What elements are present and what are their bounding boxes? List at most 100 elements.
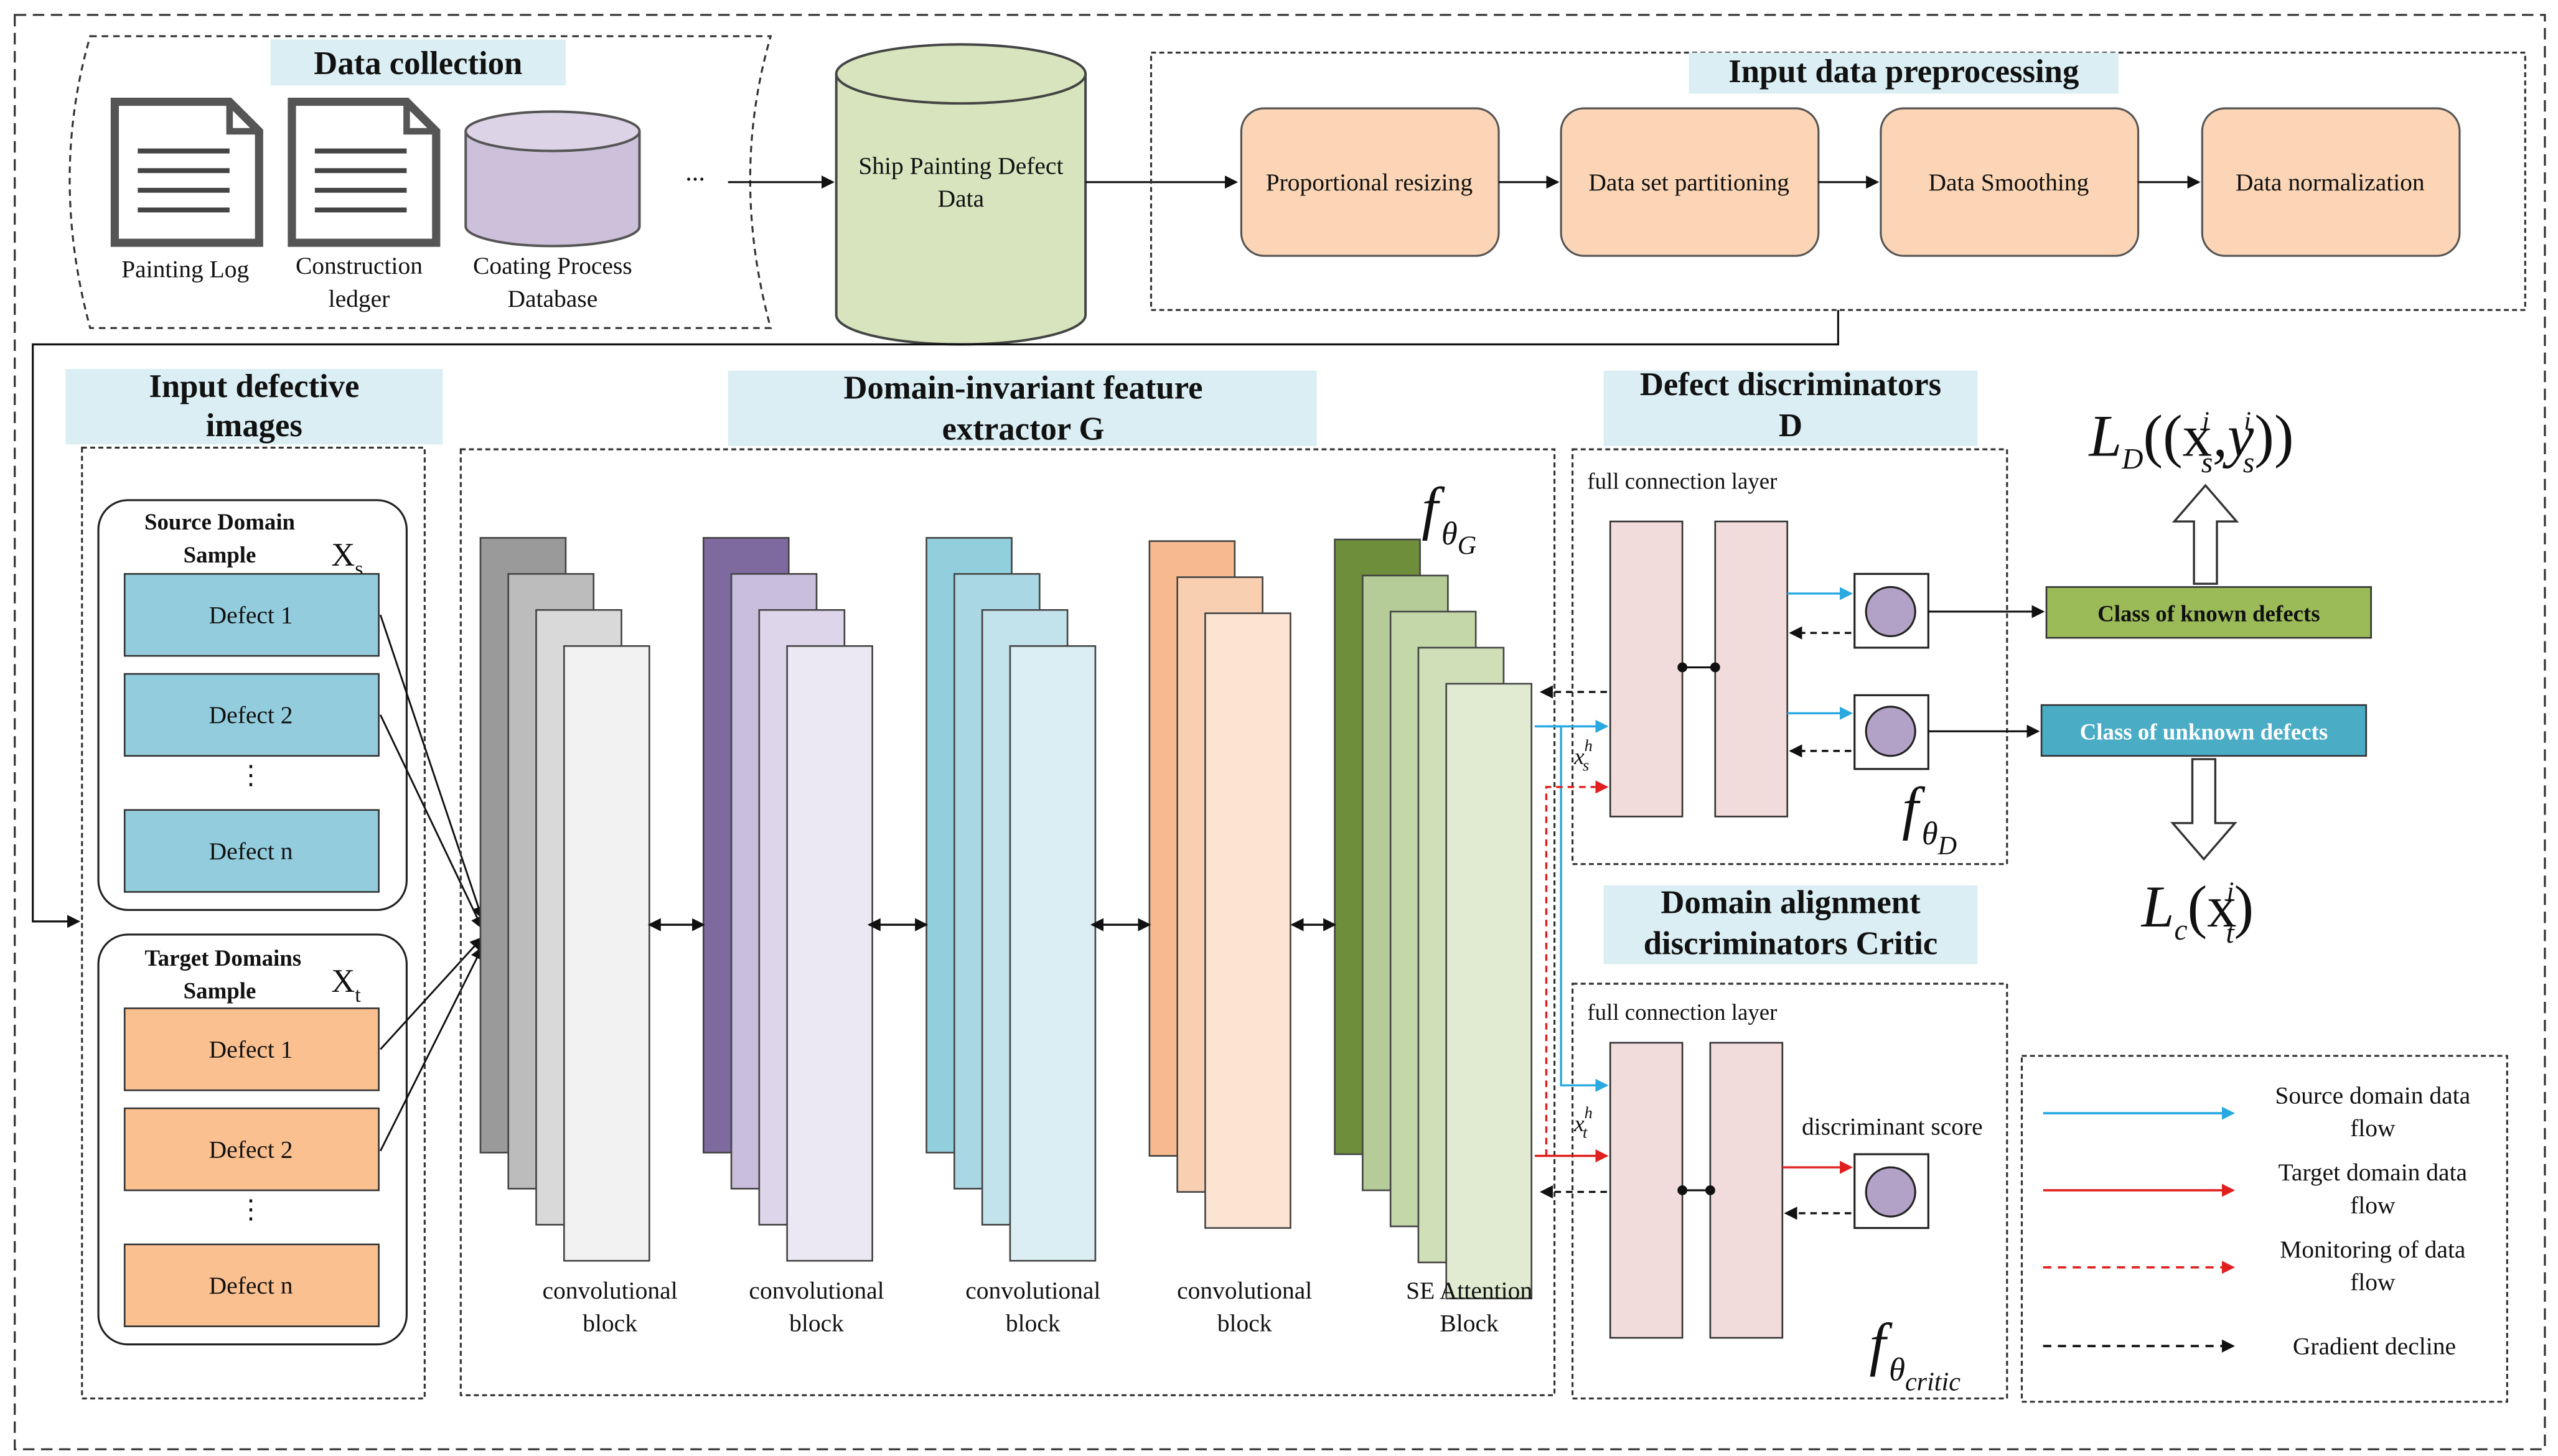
defect-item-ellipsis: ⋮	[238, 761, 264, 790]
painting-log-label: Painting Log	[121, 255, 249, 282]
feature-map-layer	[563, 645, 650, 1262]
ship-data-label-2: Data	[938, 185, 985, 212]
unknown-loss-down-arrow	[2170, 758, 2237, 861]
source-domain-symbol: Xs	[331, 537, 363, 581]
target-defect-arrow-b	[379, 946, 483, 1152]
critic-fc-layer-1	[1609, 1042, 1684, 1339]
feature-map-layer	[1445, 683, 1533, 1300]
feature-map-layer	[1009, 645, 1097, 1262]
legend-label: Target domain data	[2278, 1159, 2467, 1186]
target-domain-title-2: Sample	[184, 978, 256, 1004]
defect-item-box	[123, 573, 380, 657]
painting-log-document-icon	[110, 97, 263, 247]
conv-block-label-1: convolutional	[542, 1277, 677, 1304]
preprocessing-steps: Proportional resizing Data set partitioni…	[1240, 107, 2461, 257]
preprocessing-panel	[1150, 51, 2526, 311]
source-defect-list: Defect 1 Defect 2 Defect n ⋮	[123, 573, 380, 893]
extractor-panel	[459, 448, 1556, 1396]
conv-block-label-2: block	[1217, 1310, 1272, 1337]
input-images-header	[65, 369, 443, 445]
domain-disc-title-1: Domain alignment	[1661, 885, 1921, 921]
input-images-panel	[81, 446, 426, 1400]
source-domain-title-1: Source Domain	[144, 509, 295, 534]
legend-label: Monitoring of data	[2280, 1236, 2465, 1263]
target-defect-arrow-a	[380, 936, 484, 1050]
construction-ledger-document-icon	[288, 97, 441, 247]
source-defect-arrow-a	[379, 614, 485, 920]
legend-label: Gradient decline	[2293, 1332, 2456, 1360]
input-images-title-1: Input defective	[149, 368, 359, 404]
defect-item-label: Defect n	[209, 1272, 293, 1299]
data-collection-title: Data collection	[314, 45, 522, 82]
unknown-defects-label: Class of unknown defects	[2080, 719, 2328, 744]
legend: Source domain data flow Target domain data…	[2043, 1081, 2470, 1360]
discriminant-score-label: discriminant score	[1802, 1113, 1983, 1140]
defect-disc-title-2: D	[1779, 408, 1802, 444]
defect-item-box	[123, 673, 380, 757]
preprocess-step-box	[2201, 107, 2461, 257]
preprocess-step-label: Data normalization	[2236, 169, 2425, 196]
preprocessing-title: Input data preprocessing	[1728, 54, 2079, 90]
defect-disc-header	[1603, 370, 1978, 446]
conv-block-label-1: SE Attention	[1406, 1277, 1532, 1304]
coating-db-label-1: Coating Process	[473, 252, 632, 279]
conv-block-label-2: block	[583, 1310, 637, 1337]
preprocess-step-label: Proportional resizing	[1266, 169, 1473, 196]
conv-block-label-2: block	[789, 1310, 844, 1337]
defect-fc-layer-1	[1609, 520, 1684, 818]
preprocess-step-label: Data Smoothing	[1928, 169, 2089, 196]
defect-disc-title-1: Defect discriminators	[1640, 366, 1941, 403]
legend-label: flow	[2350, 1269, 2396, 1296]
known-defects-label: Class of known defects	[2097, 601, 2320, 627]
preprocessing-header	[1689, 52, 2119, 94]
defect-disc-layer-label: full connection layer	[1587, 468, 1777, 493]
extractor-title-1: Domain-invariant feature	[843, 370, 1202, 406]
data-collection-panel	[68, 35, 772, 329]
extractor-header	[728, 370, 1317, 446]
defect-item-label: Defect 2	[209, 701, 293, 729]
conv-block-label-1: convolutional	[749, 1277, 884, 1304]
legend-label: Source domain data	[2275, 1081, 2470, 1109]
defect-disc-panel	[1572, 448, 2008, 866]
defect-item-box	[123, 1007, 380, 1091]
known-neuron-icon	[1865, 586, 1916, 638]
known-loss-up-arrow	[2171, 483, 2239, 585]
monitoring-flow-to-defect	[1545, 780, 1609, 1156]
defect-item-label: Defect 1	[209, 1036, 293, 1063]
critic-fc-node-2	[1705, 1185, 1715, 1195]
unknown-defects-box	[2040, 704, 2368, 757]
defect-item-box	[123, 809, 380, 893]
defect-item-label: Defect 1	[209, 601, 293, 628]
conv-block-label-1: convolutional	[1177, 1277, 1312, 1304]
domain-disc-title-2: discriminators Critic	[1644, 926, 1938, 962]
source-defect-arrow-b	[379, 714, 484, 930]
target-domain-title-1: Target Domains	[144, 945, 301, 971]
legend-label: flow	[2350, 1192, 2396, 1219]
preprocess-step-label: Data set partitioning	[1588, 169, 1789, 196]
domain-disc-layer-label: full connection layer	[1587, 999, 1777, 1025]
defect-item-ellipsis: ⋮	[238, 1195, 264, 1225]
source-domain-title-2: Sample	[184, 542, 256, 567]
defect-item-label: Defect n	[209, 838, 293, 865]
target-domain-symbol: Xt	[331, 963, 361, 1007]
conv-block-label-1: convolutional	[965, 1277, 1100, 1304]
defect-fc-node-2	[1710, 662, 1720, 673]
extractor-title-2: extractor G	[942, 411, 1105, 447]
known-defects-box	[2045, 586, 2372, 639]
preprocess-to-input-connector	[32, 310, 1839, 928]
domain-disc-panel	[1572, 982, 2008, 1400]
critic-fc-node-1	[1677, 1185, 1688, 1195]
defect-fc-node-1	[1677, 662, 1688, 673]
ship-data-label-1: Ship Painting Defect	[858, 152, 1063, 180]
legend-panel	[2020, 1055, 2508, 1403]
outer-frame	[14, 14, 2546, 1450]
unknown-neuron-icon	[1865, 706, 1916, 757]
defect-item-label: Defect 2	[209, 1136, 293, 1163]
feature-map-layer	[1204, 612, 1291, 1229]
feature-map-layer	[786, 645, 873, 1262]
